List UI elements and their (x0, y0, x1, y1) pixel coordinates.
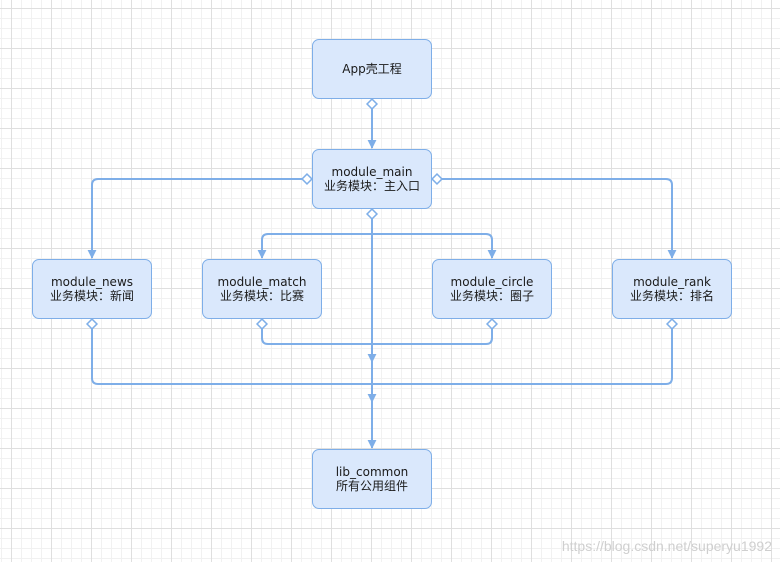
node-title: module_main (331, 165, 413, 179)
connector-source-diamond (665, 317, 679, 331)
connector-source-diamond (485, 317, 499, 331)
connector-main-to-match (257, 214, 373, 259)
node-module-circle[interactable]: module_circle 业务模块：圈子 (432, 259, 552, 319)
node-subtitle: 业务模块：圈子 (449, 289, 534, 303)
node-subtitle: 业务模块：比赛 (219, 289, 304, 303)
connector-source-diamond (365, 207, 379, 221)
node-title: module_news (50, 275, 134, 289)
connector-source-diamond (255, 317, 269, 331)
connector-source-diamond (365, 97, 379, 111)
connector-news-to-common (91, 324, 377, 403)
connector-source-diamond (430, 172, 444, 186)
node-subtitle: 业务模块：主入口 (323, 179, 420, 193)
connector-match-to-common (261, 324, 377, 363)
node-subtitle: 业务模块：排名 (629, 289, 714, 303)
node-module-news[interactable]: module_news 业务模块：新闻 (32, 259, 152, 319)
node-title: lib_common (335, 465, 409, 479)
node-subtitle: 所有公用组件 (335, 479, 408, 493)
node-title: module_match (217, 275, 307, 289)
watermark-text: https://blog.csdn.net/superyu1992 (561, 538, 772, 554)
connector-main-to-news (87, 178, 307, 259)
connector-main-to-rank (437, 178, 677, 259)
connector-circle-to-common (372, 324, 493, 345)
node-module-rank[interactable]: module_rank 业务模块：排名 (612, 259, 732, 319)
node-module-match[interactable]: module_match 业务模块：比赛 (202, 259, 322, 319)
connector-main-to-circle (372, 233, 497, 259)
node-subtitle: 业务模块：新闻 (49, 289, 134, 303)
node-title: module_rank (633, 275, 711, 289)
connector-source-diamond (300, 172, 314, 186)
node-lib-common[interactable]: lib_common 所有公用组件 (312, 449, 432, 509)
node-title: App壳工程 (342, 62, 402, 76)
connector-rank-to-common (372, 324, 673, 385)
node-app-shell[interactable]: App壳工程 (312, 39, 432, 99)
node-title: module_circle (450, 275, 534, 289)
connector-source-diamond (85, 317, 99, 331)
node-module-main[interactable]: module_main 业务模块：主入口 (312, 149, 432, 209)
